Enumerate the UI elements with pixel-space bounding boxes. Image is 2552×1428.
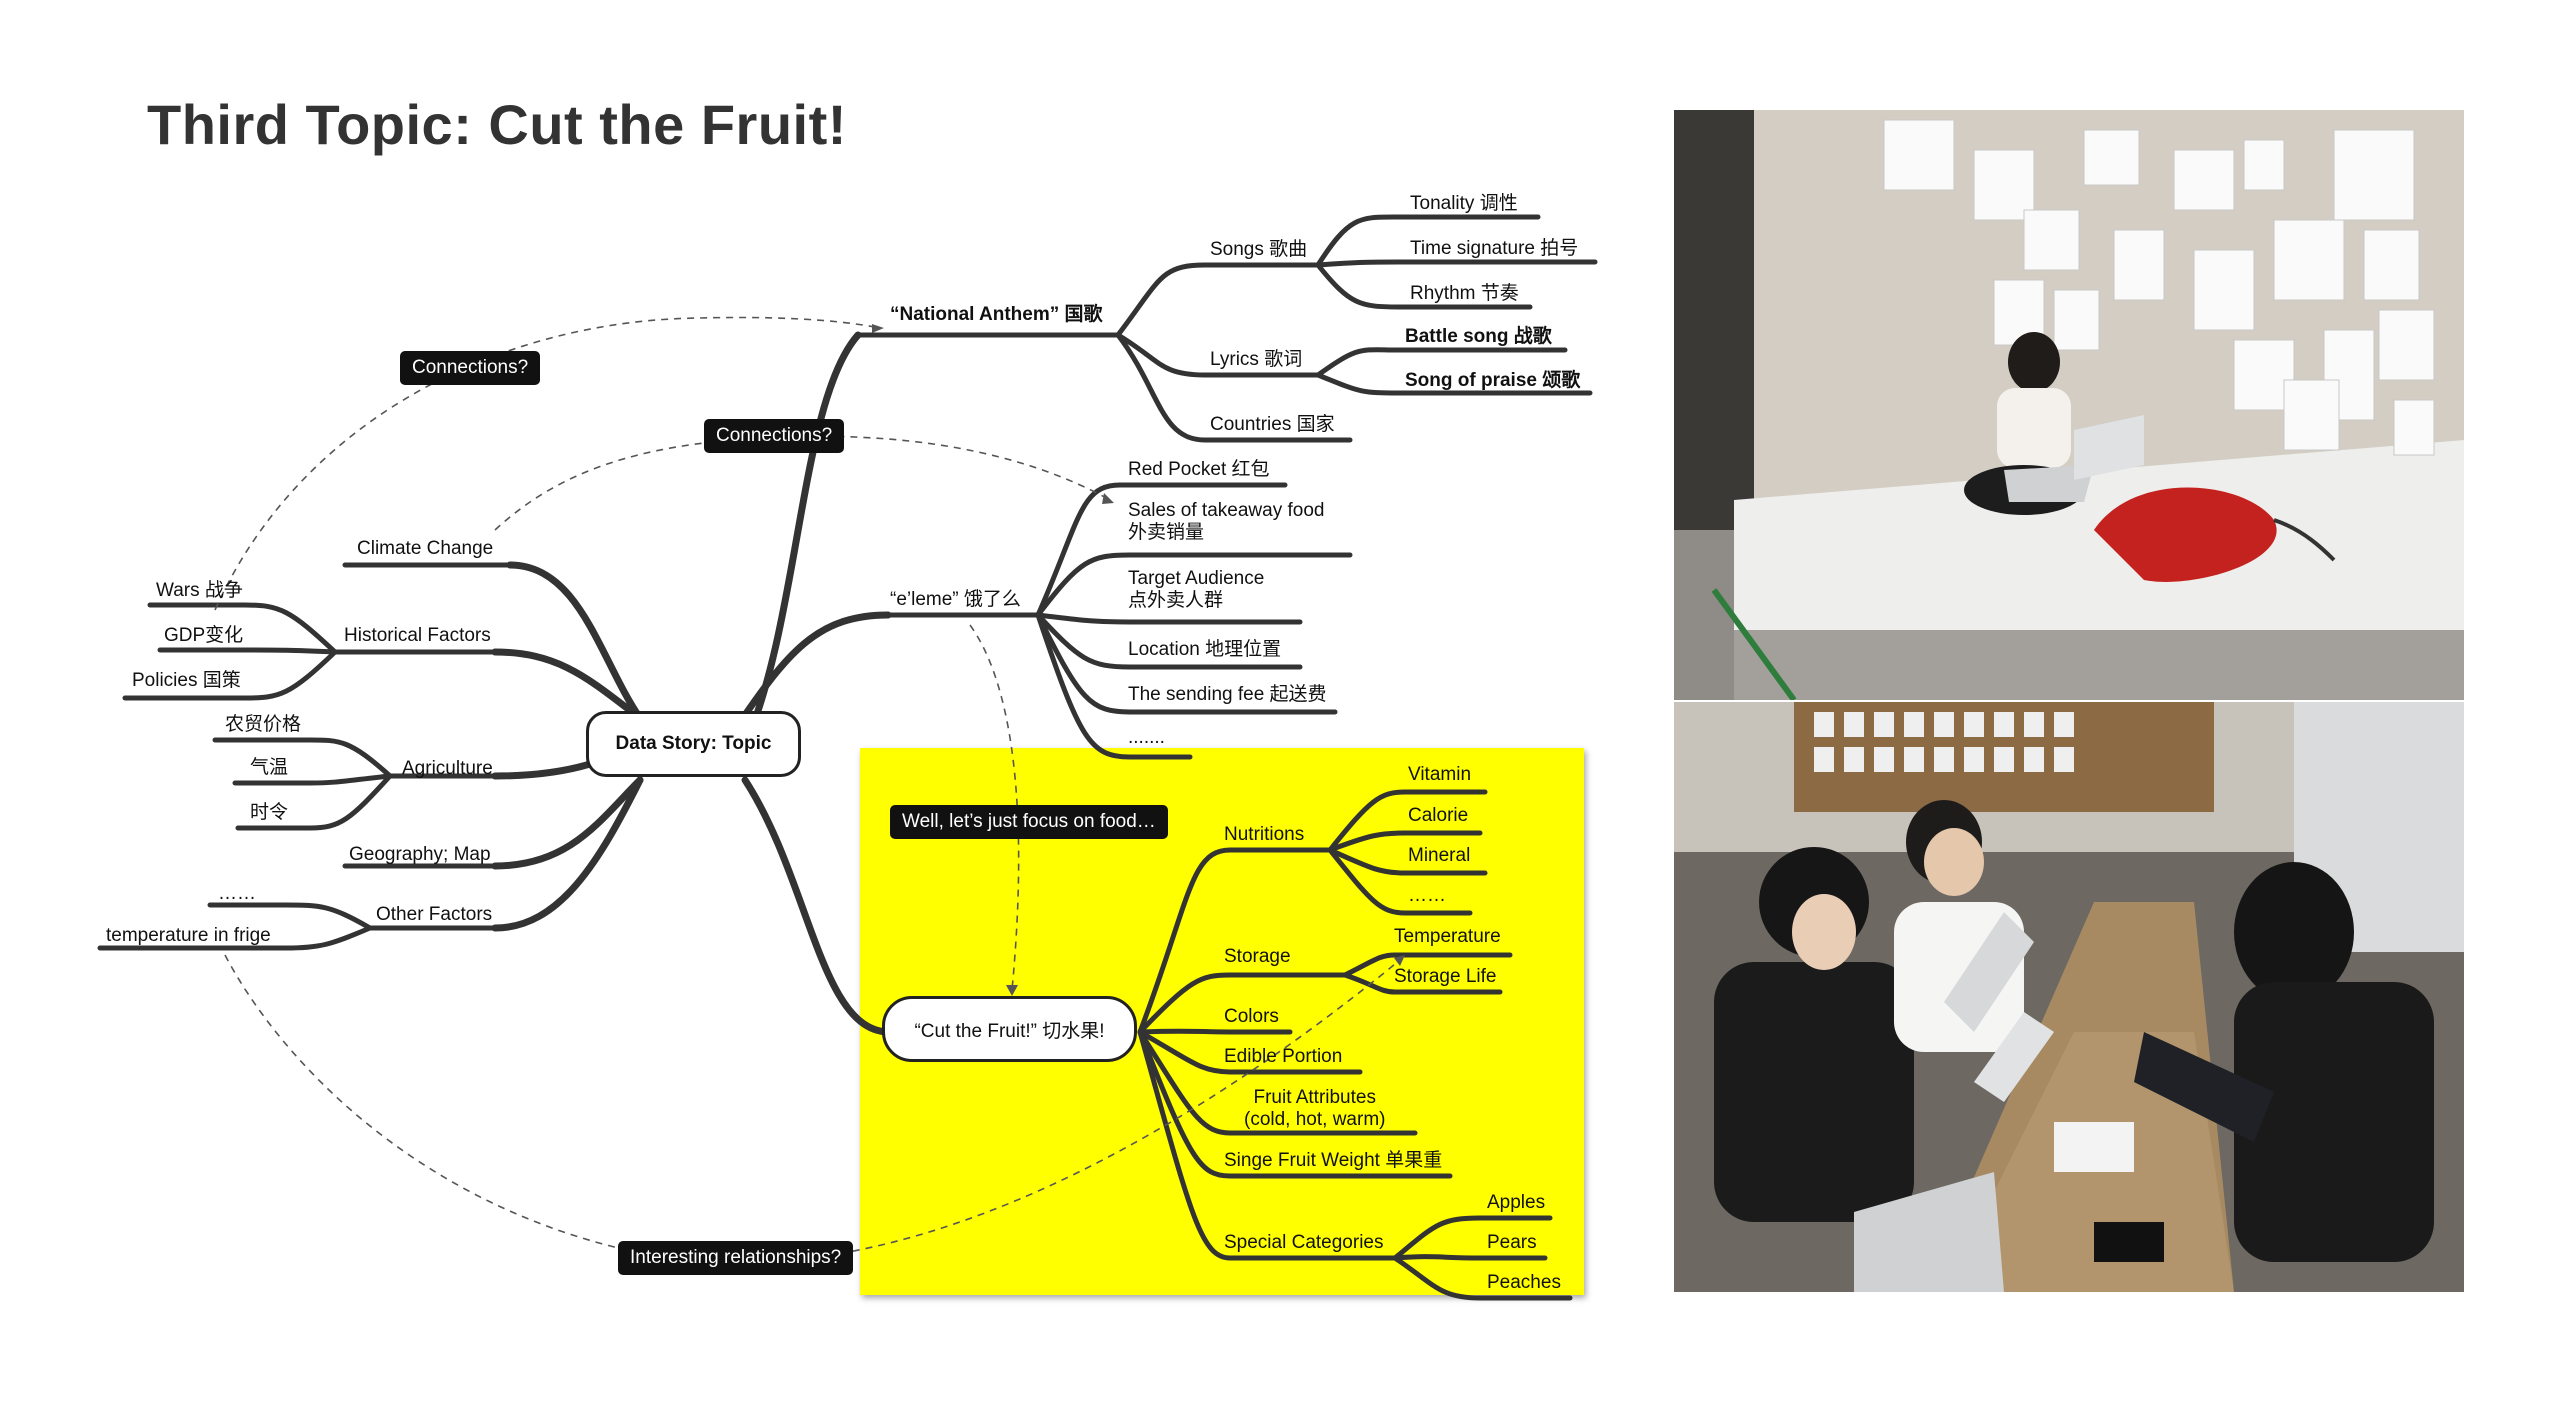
- branch-geography: Geography; Map: [349, 844, 491, 865]
- leaf-eleme-more: .......: [1128, 727, 1165, 748]
- connector-central-geography: [491, 776, 644, 870]
- fruit-storage: Storage: [1224, 946, 1291, 967]
- fruit-vitamin: Vitamin: [1408, 764, 1472, 785]
- leaf-other-more: ……: [218, 883, 256, 904]
- leaf-sales-takeaway-line1: Sales of takeaway food: [1128, 500, 1325, 521]
- workshop-photo-wall: [1674, 110, 2464, 700]
- leaf-policies: Policies 国策: [132, 670, 241, 691]
- leaf-tonality: Tonality 调性: [1410, 193, 1518, 214]
- leaf-battle-song: Battle song 战歌: [1405, 326, 1552, 347]
- leaf-gdp: GDP变化: [164, 625, 244, 646]
- central-topic-node: Data Story: Topic: [586, 711, 801, 777]
- branch-other-factors: Other Factors: [376, 904, 493, 925]
- central-topic-label: Data Story: Topic: [615, 733, 772, 754]
- slide-title: Third Topic: Cut the Fruit!: [147, 93, 847, 156]
- callout-connections-2: Connections?: [704, 419, 845, 453]
- leaf-sending-fee: The sending fee 起送费: [1128, 684, 1327, 705]
- branch-agriculture: Agriculture: [402, 758, 493, 779]
- fruit-mineral: Mineral: [1408, 845, 1471, 866]
- leaf-sales-takeaway-line2: 外卖销量: [1128, 521, 1205, 543]
- leaf-agri-price: 农贸价格: [225, 714, 302, 735]
- fruit-nutri-more: ……: [1408, 885, 1446, 906]
- leaf-location: Location 地理位置: [1128, 639, 1282, 660]
- fruit-apples: Apples: [1487, 1192, 1546, 1213]
- leaf-red-pocket: Red Pocket 红包: [1128, 459, 1270, 480]
- fruit-attributes-line1: Fruit Attributes: [1253, 1087, 1376, 1108]
- fruit-special-categories: Special Categories: [1224, 1232, 1384, 1253]
- fruit-calorie: Calorie: [1408, 805, 1469, 826]
- branch-songs: Songs 歌曲: [1210, 239, 1308, 260]
- dashed-arc-connections-1: [214, 316, 881, 611]
- leaf-time-signature: Time signature 拍号: [1410, 238, 1579, 259]
- leaf-season: 时令: [250, 802, 289, 823]
- branch-eleme: “e’leme” 饿了么: [890, 589, 1021, 610]
- fruit-topic-label: “Cut the Fruit!” 切水果!: [914, 1020, 1105, 1042]
- leaf-temperature-in-frige: temperature in frige: [106, 925, 271, 946]
- leaf-target-audience-line1: Target Audience: [1128, 568, 1265, 589]
- fruit-nutritions: Nutritions: [1224, 824, 1305, 845]
- leaf-wars: Wars 战争: [156, 580, 243, 601]
- fruit-edible-portion: Edible Portion: [1224, 1046, 1343, 1067]
- fruit-attributes: Fruit Attributes(cold, hot, warm): [1244, 1087, 1385, 1131]
- leaf-target-audience-line2: 点外卖人群: [1128, 589, 1224, 611]
- branch-lyrics: Lyrics 歌词: [1210, 349, 1303, 370]
- fruit-storage-life: Storage Life: [1394, 966, 1497, 987]
- fruit-pears: Pears: [1487, 1232, 1537, 1253]
- workshop-photo-table: [1674, 702, 2464, 1292]
- fruit-colors: Colors: [1224, 1006, 1279, 1027]
- fruit-peaches: Peaches: [1487, 1272, 1561, 1293]
- dashed-arc-interesting: [224, 954, 1401, 1264]
- branch-historical-factors: Historical Factors: [344, 625, 491, 646]
- fruit-single-weight: Singe Fruit Weight 单果重: [1224, 1150, 1443, 1171]
- callout-interesting-relationships: Interesting relationships?: [618, 1241, 854, 1275]
- connector-central-fruit: [741, 776, 892, 1036]
- fruit-attributes-line2: (cold, hot, warm): [1244, 1108, 1386, 1130]
- branch-anthem: “National Anthem” 国歌: [890, 304, 1103, 326]
- callout-focus-food: Well, let’s just focus on food…: [890, 805, 1168, 839]
- connector-central-eleme: [741, 611, 892, 719]
- dashed-arc-focus: [969, 624, 1020, 991]
- branch-countries: Countries 国家: [1210, 414, 1335, 435]
- leaf-song-of-praise: Song of praise 颂歌: [1405, 370, 1581, 391]
- callout-connections-1: Connections?: [400, 351, 541, 385]
- connector-central-agriculture: [491, 760, 594, 780]
- leaf-temperature-cn: 气温: [250, 757, 289, 778]
- connector-central-other: [491, 776, 644, 932]
- branch-anthem-label: “National Anthem” 国歌: [890, 304, 1103, 325]
- connector-central-historical: [491, 648, 644, 722]
- connector-central-climate: [506, 561, 644, 722]
- connector-central-anthem: [741, 331, 862, 749]
- leaf-rhythm: Rhythm 节奏: [1410, 283, 1519, 304]
- fruit-temperature: Temperature: [1394, 926, 1501, 947]
- branch-climate-change: Climate Change: [357, 538, 494, 559]
- fruit-topic-node: “Cut the Fruit!” 切水果!: [882, 996, 1137, 1062]
